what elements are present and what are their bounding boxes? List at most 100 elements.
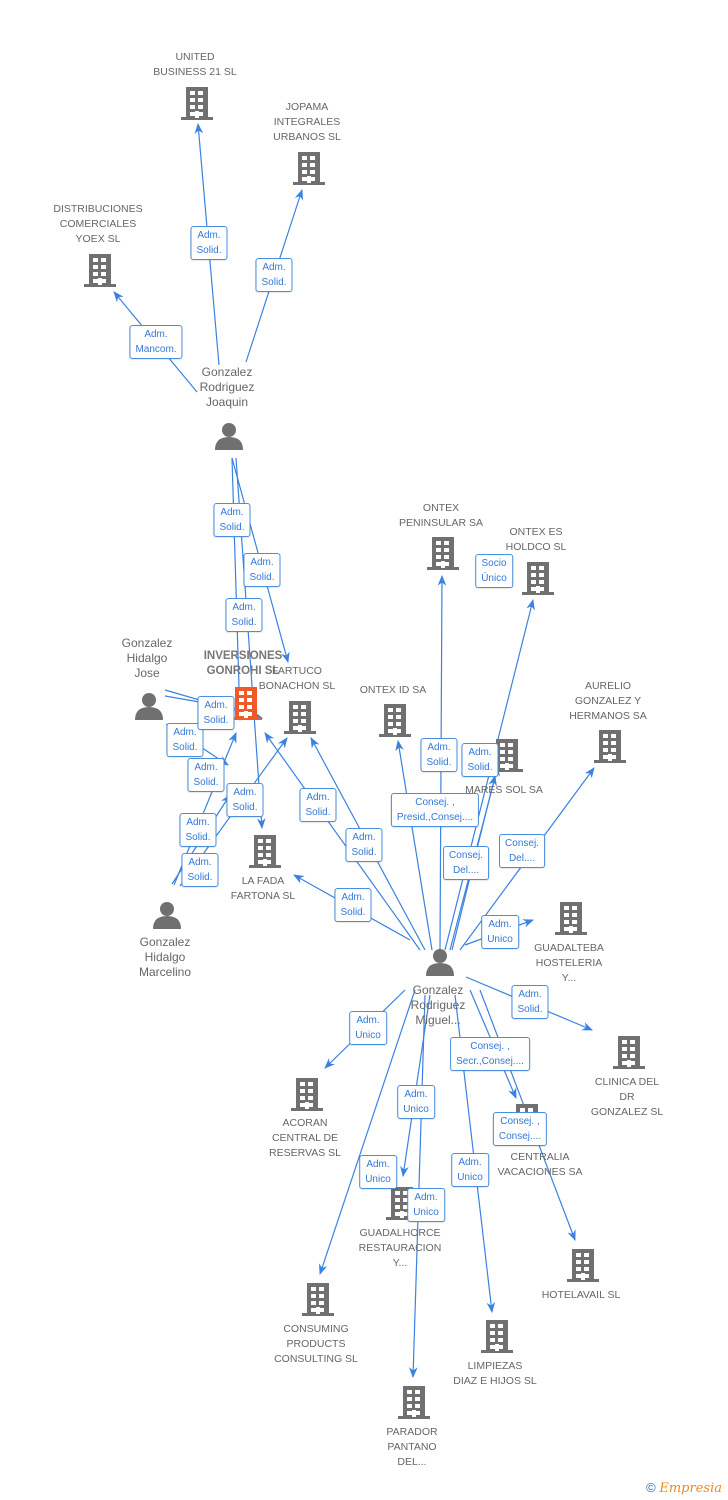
edge-label-miguel-guadalteba[interactable]: Adm.Unico: [481, 915, 519, 949]
edge-label-miguel-mares[interactable]: Consej.Del....: [443, 846, 489, 880]
building-icon[interactable]: [613, 1036, 645, 1069]
person-icon[interactable]: [135, 693, 163, 720]
person-icon[interactable]: [215, 423, 243, 450]
building-icon[interactable]: [555, 902, 587, 935]
edge-label-miguel-fartuco[interactable]: Adm.Solid.: [345, 828, 383, 862]
building-icon[interactable]: [398, 1386, 430, 1419]
edge-label-joaquin-fartuco[interactable]: Adm. Solid.: [243, 553, 281, 587]
building-icon[interactable]: [284, 701, 316, 734]
edge-label-marcelino-inversiones[interactable]: Adm.Solid.: [179, 813, 217, 847]
edge-label-joaquin-jopama[interactable]: Adm.Solid.: [255, 258, 293, 292]
company-node-mares[interactable]: MARES SOL SA: [444, 783, 564, 798]
edge-label-miguel-la_fada[interactable]: Adm.Solid.: [334, 888, 372, 922]
edge-label-miguel-limpiezas[interactable]: Adm.Unico: [451, 1153, 489, 1187]
company-node-hotelavail[interactable]: HOTELAVAIL SL: [521, 1288, 641, 1303]
company-node-ontex_id[interactable]: ONTEX ID SA: [333, 683, 453, 698]
edge-label-line: Adm.: [366, 1159, 390, 1170]
footer-brand: © Empresia: [646, 1480, 722, 1496]
edge-label-line: Del....: [452, 865, 480, 876]
person-icon[interactable]: [426, 949, 454, 976]
building-icon[interactable]: [427, 537, 459, 570]
edge-label-miguel-centralia[interactable]: Consej. ,Secr.,Consej....: [450, 1037, 530, 1071]
building-icon[interactable]: [594, 730, 626, 763]
building-icon[interactable]: [249, 835, 281, 868]
building-icon[interactable]: [84, 254, 116, 287]
node-label-line: DEL...: [397, 1456, 427, 1468]
edge-label-line: Unico: [355, 1030, 381, 1041]
building-icon[interactable]: [302, 1283, 334, 1316]
building-icon[interactable]: [293, 152, 325, 185]
edge-label-marcelino-fartuco[interactable]: Adm.Solid.: [226, 783, 264, 817]
edge-label-line: Solid.: [196, 245, 222, 256]
edge-label-jose-inversiones[interactable]: Adm.Solid.: [197, 696, 235, 730]
edge-label-miguel-acoran[interactable]: Adm. Unico: [349, 1011, 387, 1045]
building-icon[interactable]: [230, 687, 262, 720]
edge-label-joaquin-inversiones[interactable]: Adm.Solid.: [213, 503, 251, 537]
building-icon[interactable]: [481, 1320, 513, 1353]
edge-label-line: Solid.: [187, 872, 213, 883]
edge-label-joaquin-distrib[interactable]: Adm.Mancom.: [129, 325, 183, 359]
edge-label-jose-inversiones[interactable]: Adm.Solid.: [166, 723, 204, 757]
edge-label-miguel-clinica[interactable]: Adm.Solid.: [511, 985, 549, 1019]
building-icon[interactable]: [379, 704, 411, 737]
copyright-symbol: ©: [646, 1480, 656, 1495]
node-label-line: Gonzalez: [201, 365, 253, 379]
edge-label-line: Adm.: [356, 1015, 380, 1026]
building-icon[interactable]: [567, 1249, 599, 1282]
edge-label-line: Solid.: [467, 762, 493, 773]
edge-label-miguel-mares[interactable]: Adm.Solid.: [461, 743, 499, 777]
building-icon[interactable]: [522, 562, 554, 595]
edge-label-line: Solid.: [351, 847, 377, 858]
edge-label-marcelino-inversiones[interactable]: Adm.Solid.: [187, 758, 225, 792]
edge-label-miguel-consuming[interactable]: Adm.Unico: [359, 1155, 397, 1189]
building-icon[interactable]: [291, 1078, 323, 1111]
edge-label-line: Adm.: [194, 762, 218, 773]
edge-label-miguel-aurelio[interactable]: Consej.Del....: [499, 834, 545, 868]
node-label-line: Joaquin: [205, 395, 249, 409]
person-icon[interactable]: [153, 902, 181, 929]
edge-label-miguel-parador[interactable]: Adm.Unico: [407, 1188, 445, 1222]
edge-label-line: Solid.: [249, 572, 275, 583]
edge-label-line: Adm.: [250, 557, 274, 568]
node-label-line: RESTAURACION: [358, 1242, 442, 1254]
edge-label-jose-la_fada[interactable]: Adm.Solid.: [181, 853, 219, 887]
node-label-line: Hidalgo: [144, 950, 186, 964]
edge-label-joaquin-la_fada[interactable]: Adm.Solid.: [225, 598, 263, 632]
edge-label-joaquin-united[interactable]: Adm. Solid.: [190, 226, 228, 260]
edge-label-miguel-inversiones[interactable]: Adm.Solid.: [299, 788, 337, 822]
node-label-line: DR: [619, 1091, 635, 1103]
edge-label-miguel-guadalhorce[interactable]: Adm.Unico: [397, 1085, 435, 1119]
building-icon[interactable]: [491, 739, 523, 772]
node-label-line: GONZALEZ Y: [574, 695, 642, 707]
edge-label-miguel-hotelavail[interactable]: Consej. ,Consej....: [492, 1112, 548, 1146]
edge-label-miguel-ontex_id[interactable]: Consej. ,Presid.,Consej....: [390, 793, 480, 827]
edge-label-miguel-ontex_pen[interactable]: Adm.Solid.: [420, 738, 458, 772]
node-label-line: Hidalgo: [126, 651, 168, 665]
node-label-line: Gonzalez: [121, 636, 173, 650]
building-icon[interactable]: [181, 87, 213, 120]
node-label-line: FARTUCO: [272, 665, 322, 677]
edge-label-line: Adm.: [197, 230, 221, 241]
